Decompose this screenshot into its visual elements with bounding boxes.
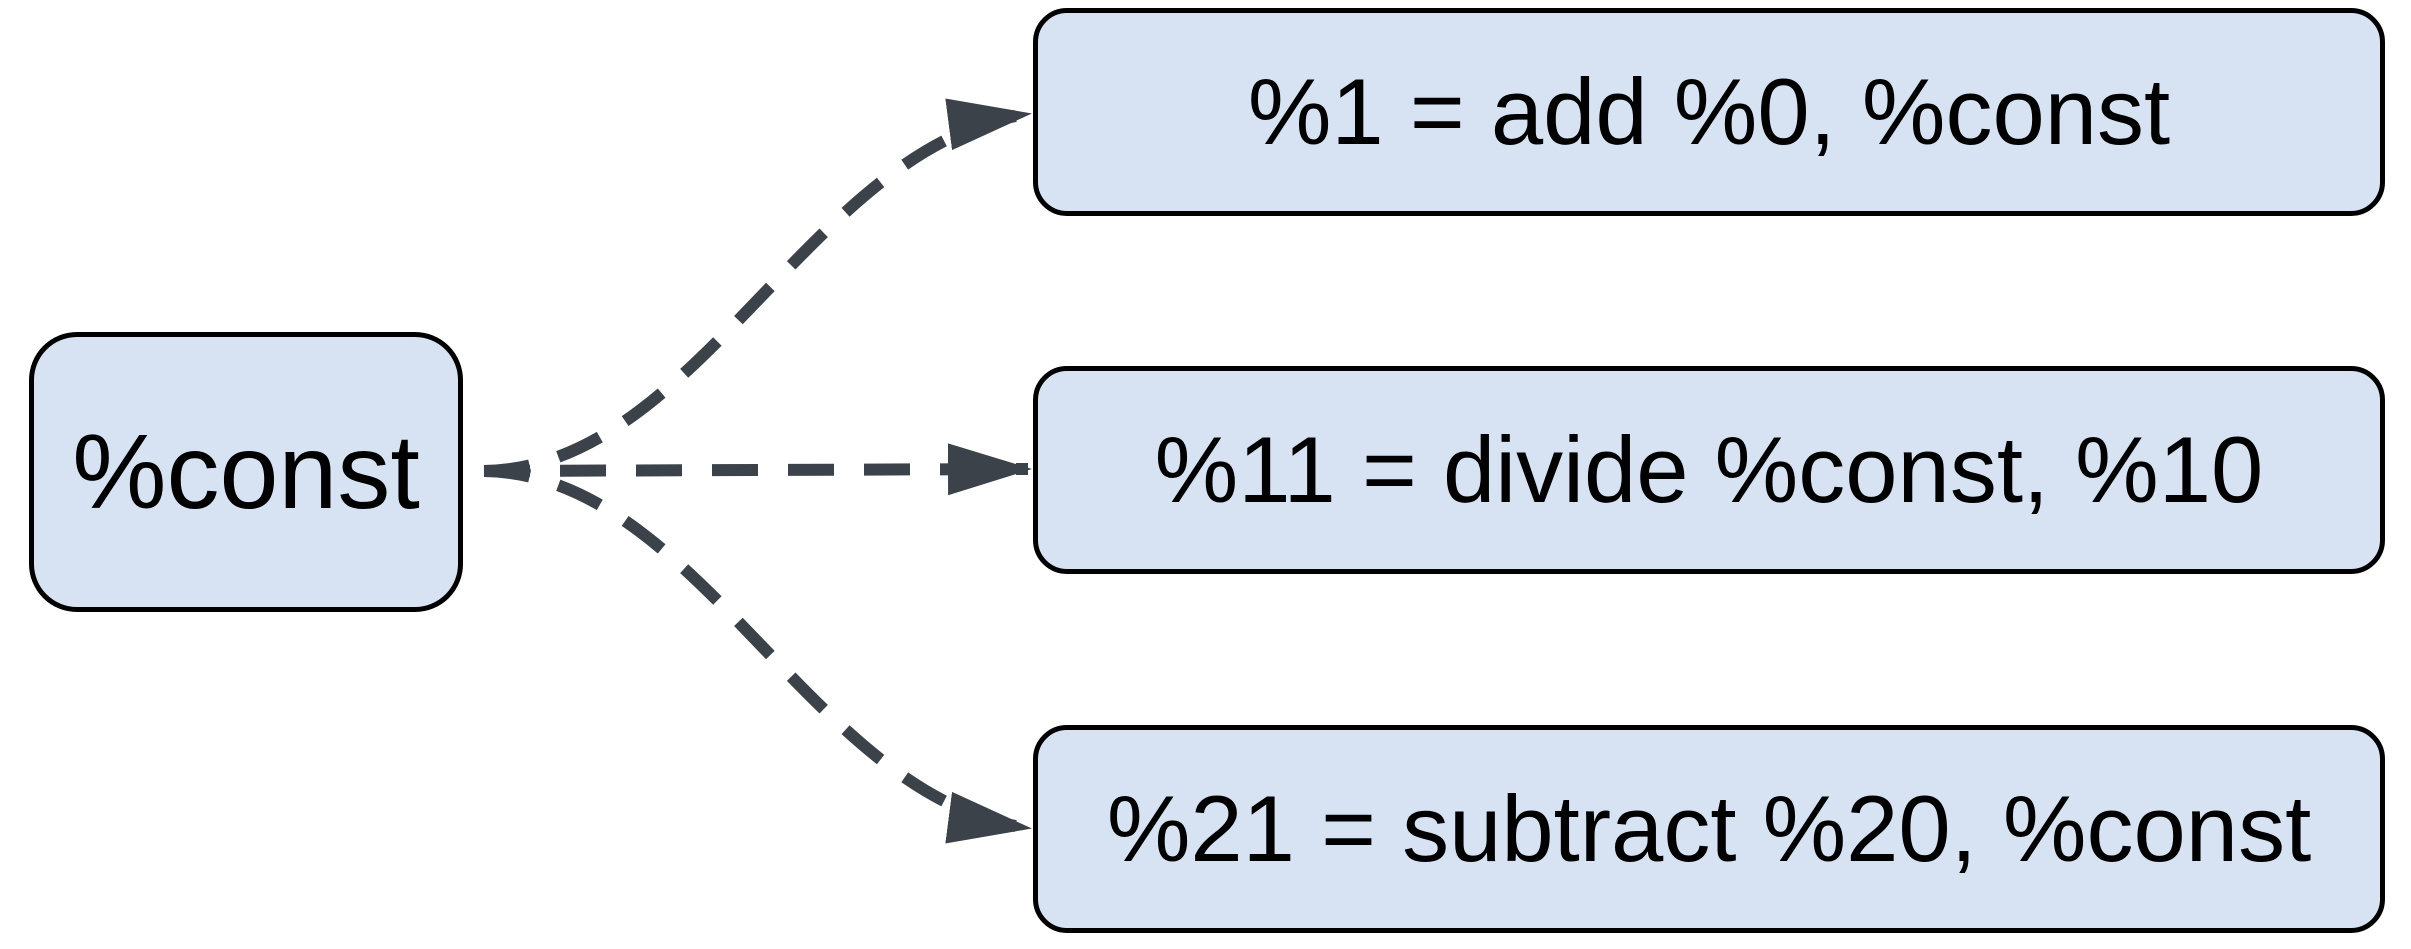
node-const-label: %const <box>72 412 420 531</box>
edge-const-to-divide <box>483 443 1032 496</box>
node-add-label: %1 = add %0, %const <box>1247 59 2171 164</box>
edge-const-to-subtract <box>483 465 1032 844</box>
node-subtract: %21 = subtract %20, %const <box>1033 725 2385 933</box>
node-const: %const <box>29 332 463 612</box>
edge-const-to-add <box>483 98 1032 477</box>
node-divide-label: %11 = divide %const, %10 <box>1154 417 2264 522</box>
node-divide: %11 = divide %const, %10 <box>1033 366 2385 574</box>
node-add: %1 = add %0, %const <box>1033 8 2385 216</box>
node-subtract-label: %21 = subtract %20, %const <box>1106 776 2312 881</box>
